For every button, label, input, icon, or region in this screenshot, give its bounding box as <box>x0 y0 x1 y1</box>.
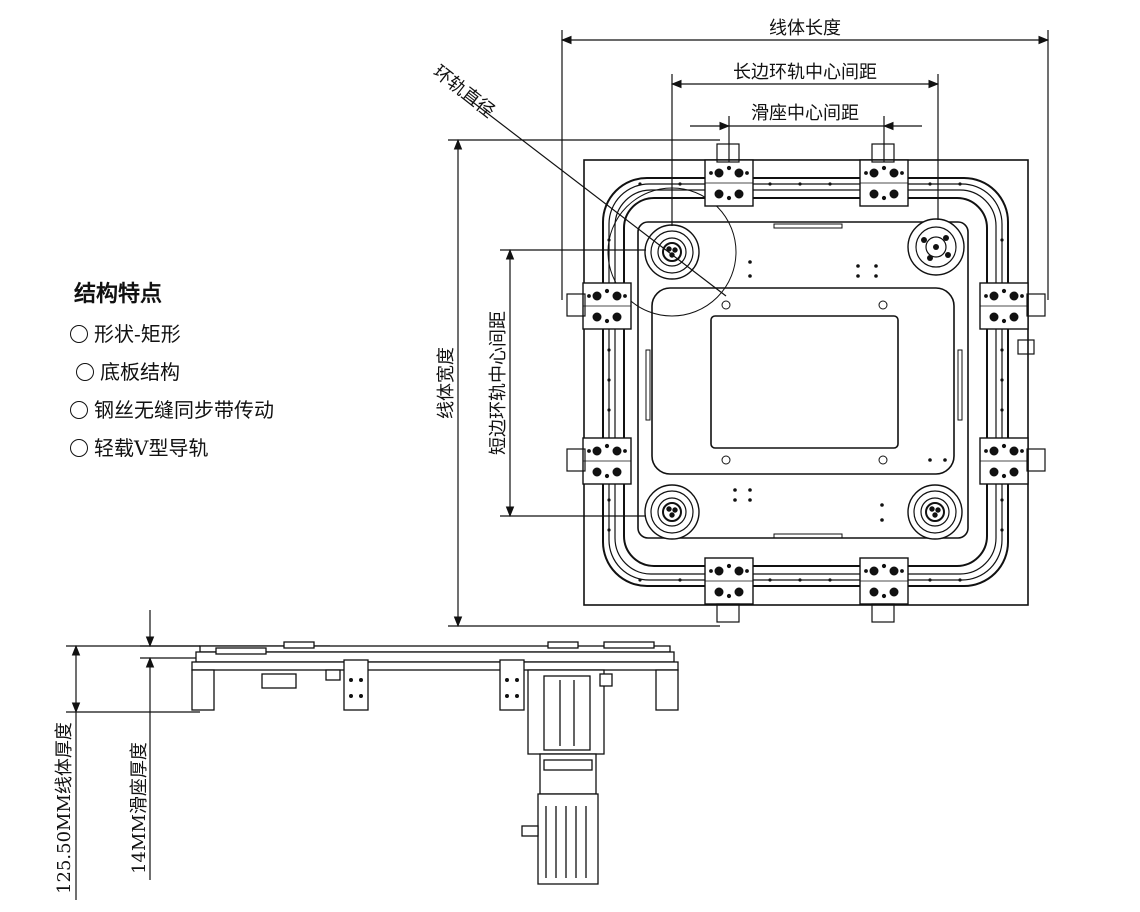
center-window <box>710 315 899 449</box>
carriage <box>704 557 754 605</box>
base-plate <box>583 159 1029 606</box>
feature-item: 轻载V型导轨 <box>70 432 208 461</box>
drive-wheel <box>907 218 965 276</box>
feature-item: 底板结构 <box>76 356 180 385</box>
carriage <box>859 159 909 207</box>
feature-text: 底板结构 <box>100 360 180 384</box>
circle-bullet-icon <box>70 401 88 419</box>
circle-bullet-icon <box>70 325 88 343</box>
label-line-width: 线体宽度 <box>436 347 457 419</box>
feature-text: 形状-矩形 <box>94 322 181 346</box>
carriage <box>704 159 754 207</box>
plan-view <box>469 99 1046 623</box>
label-carriage-spacing: 滑座中心间距 <box>751 103 859 124</box>
circle-bullet-icon <box>70 439 88 457</box>
label-short-side-rail-spacing: 短边环轨中心间距 <box>488 311 509 455</box>
motor <box>537 793 599 885</box>
carriage <box>859 557 909 605</box>
carriage <box>979 437 1029 485</box>
label-line-length: 线体长度 <box>769 18 841 39</box>
label-long-side-rail-spacing: 长边环轨中心间距 <box>733 62 877 83</box>
side-view <box>191 641 679 885</box>
features-title: 结构特点 <box>74 281 163 307</box>
outer-rail <box>602 177 1009 587</box>
carriage <box>582 437 632 485</box>
feature-item: 钢丝无缝同步带传动 <box>70 394 274 423</box>
label-rail-diameter: 环轨直径 <box>429 61 499 122</box>
carriage <box>582 282 632 330</box>
feature-text: 轻载V型导轨 <box>94 436 209 460</box>
circle-bullet-icon <box>76 363 94 381</box>
inner-rail <box>623 197 988 567</box>
label-carriage-thickness: 14MM滑座厚度 <box>129 742 150 874</box>
label-line-thickness: 125.50MM线体厚度 <box>54 722 75 894</box>
feature-item: 形状-矩形 <box>70 318 181 347</box>
carriage <box>979 282 1029 330</box>
feature-text: 钢丝无缝同步带传动 <box>94 398 274 422</box>
